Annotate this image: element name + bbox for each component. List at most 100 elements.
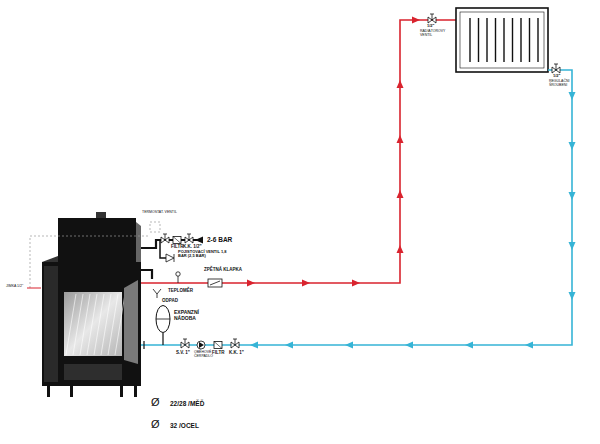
supply-pipe bbox=[141, 14, 456, 287]
return-line bbox=[141, 70, 572, 345]
ash-drawer bbox=[64, 364, 122, 380]
radiator-fin bbox=[486, 18, 487, 62]
component-label: TEPLOMĚR bbox=[168, 289, 193, 294]
radiator bbox=[456, 8, 548, 72]
component-label: POJISTOVACÍ VENTIL 1,8 BAR (2,5 BAR) bbox=[178, 250, 234, 259]
ball-valve bbox=[233, 339, 237, 345]
component-label: 1/2" bbox=[553, 74, 560, 78]
vessel-membrane bbox=[156, 319, 170, 320]
flow-arrow bbox=[569, 292, 576, 300]
component-label: JÍMKA 1/2" bbox=[6, 285, 23, 289]
component-label: 32 /OCEL bbox=[170, 422, 199, 429]
component-label: ODPAD bbox=[162, 299, 178, 304]
radiator-fin bbox=[537, 18, 538, 62]
filter-symbol bbox=[173, 237, 181, 244]
radiator-fin bbox=[478, 18, 479, 62]
side-panel bbox=[124, 280, 138, 364]
flue-collar bbox=[96, 212, 106, 219]
hood-side bbox=[136, 222, 141, 262]
glass-door bbox=[64, 292, 122, 356]
diameter-symbol: Ø bbox=[151, 396, 160, 408]
flow-arrow bbox=[352, 280, 360, 287]
sensor-dash bbox=[30, 236, 150, 288]
flow-arrow bbox=[405, 342, 413, 349]
thermometer bbox=[178, 276, 179, 283]
flow-arrow bbox=[569, 92, 576, 100]
vessel-pipe bbox=[162, 333, 163, 345]
flow-arrow bbox=[302, 280, 310, 287]
radiator-fin bbox=[495, 18, 496, 62]
left-panel bbox=[44, 266, 58, 382]
ball-valve bbox=[187, 234, 191, 240]
component-label: 2-6 BAR bbox=[207, 236, 232, 243]
component-label: S.V. 1" bbox=[176, 351, 190, 356]
component-label: RADIÁTOROVÝ VENTIL bbox=[420, 30, 444, 38]
fireplace-insert bbox=[42, 212, 141, 397]
component-label: ZPĚTNÁ KLAPKA bbox=[204, 268, 242, 273]
flow-arrow bbox=[247, 280, 255, 287]
circulation-pump bbox=[197, 341, 205, 349]
flow-arrow bbox=[285, 342, 293, 349]
radiator-body bbox=[460, 12, 544, 68]
vessel-outline bbox=[155, 304, 171, 334]
return-pipe bbox=[141, 64, 576, 349]
supply-line bbox=[141, 20, 456, 283]
flow-arrow bbox=[250, 342, 258, 349]
flow-arrow bbox=[397, 245, 404, 253]
black-pipes bbox=[141, 234, 203, 298]
ball-valve bbox=[183, 339, 187, 345]
flow-arrow bbox=[397, 190, 404, 198]
filter-symbol bbox=[214, 342, 222, 349]
filter-symbol bbox=[173, 237, 181, 244]
component-label: 1/2" bbox=[427, 24, 434, 28]
flow-arrow bbox=[412, 17, 420, 24]
safety-valve bbox=[174, 254, 175, 262]
flow-arrow bbox=[195, 237, 203, 244]
radiator-fin bbox=[469, 18, 470, 62]
flow-arrow bbox=[465, 342, 473, 349]
circulation-pump bbox=[199, 342, 204, 348]
vessel-label: EXPANZNÍ NÁDOBA bbox=[174, 310, 210, 321]
ball-valve bbox=[163, 234, 167, 240]
leg bbox=[134, 386, 137, 397]
check-valve bbox=[208, 279, 222, 287]
check-valve bbox=[210, 281, 220, 285]
drain-pipe bbox=[141, 270, 152, 279]
leg bbox=[70, 386, 73, 397]
radiator-valve bbox=[430, 14, 434, 20]
flow-arrow bbox=[345, 342, 353, 349]
sensor-box bbox=[150, 222, 160, 232]
radiator-fin bbox=[529, 18, 530, 62]
component-label: TERMOSTAT. VENTIL bbox=[142, 211, 177, 215]
radiator-fin bbox=[512, 18, 513, 62]
drain-stub bbox=[27, 288, 41, 289]
vessel-outline bbox=[156, 306, 170, 333]
inlet-fitting bbox=[143, 341, 144, 349]
component-label: OBĚHOVÉ ČERPADLO bbox=[194, 351, 212, 359]
radiator-fin bbox=[520, 18, 521, 62]
radiator-fin bbox=[503, 18, 504, 62]
component-label: REGULAČNÍ ŠROUBENÍ bbox=[549, 80, 569, 88]
sensor-line bbox=[27, 222, 160, 288]
flow-arrow bbox=[569, 142, 576, 150]
component-label: K.K. 1" bbox=[229, 351, 244, 356]
radiator-body bbox=[456, 8, 548, 72]
body-top bbox=[42, 256, 58, 262]
thermometer bbox=[176, 272, 180, 276]
glass-sheen bbox=[115, 294, 125, 355]
leg bbox=[47, 386, 50, 397]
drain-funnel bbox=[153, 289, 161, 298]
flow-arrow bbox=[569, 242, 576, 250]
flow-arrow bbox=[525, 342, 533, 349]
component-label: FILTR bbox=[212, 351, 224, 356]
diameter-symbol: Ø bbox=[151, 418, 160, 430]
hood bbox=[58, 218, 136, 262]
flow-arrow bbox=[397, 80, 404, 88]
expansion-vessel: EXPANZNÍ NÁDOBA bbox=[155, 304, 171, 334]
flow-arrow bbox=[569, 192, 576, 200]
flow-arrow bbox=[397, 135, 404, 143]
safety-valve bbox=[166, 254, 174, 262]
lockshield-valve bbox=[554, 64, 558, 70]
